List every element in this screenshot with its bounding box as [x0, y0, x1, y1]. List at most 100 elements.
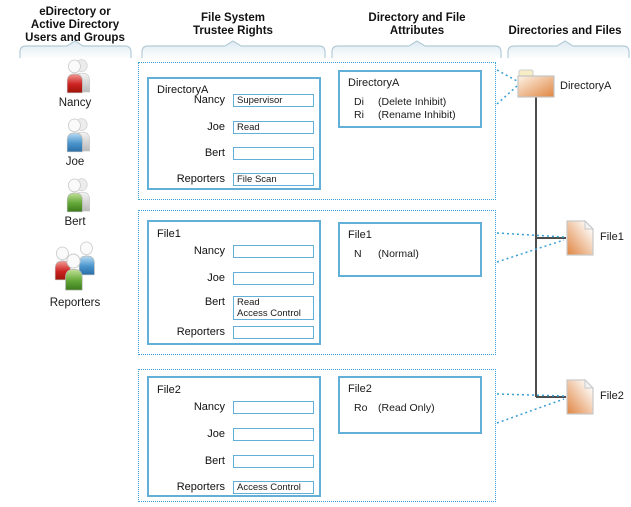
callout-directorya-top [496, 69, 518, 82]
rights-value: Access Control [237, 308, 301, 319]
rights-field [233, 428, 314, 441]
user-icon-joe [66, 118, 90, 153]
trustee-row: Joe [149, 428, 319, 442]
rights-field [233, 401, 314, 414]
rights-field [233, 455, 314, 468]
user-label-joe: Joe [65, 156, 85, 168]
trustee-row: Reporters File Scan [149, 173, 319, 187]
folder-label-directorya: DirectoryA [560, 80, 612, 92]
attribute-item: N (Normal) [340, 248, 480, 261]
trustee-user-label: Joe [207, 272, 225, 284]
attribute-code: Ri [354, 109, 364, 121]
rights-field: File Scan [233, 173, 314, 186]
user-label-bert: Bert [64, 216, 86, 228]
user-label-reporters: Reporters [49, 297, 101, 309]
rights-value: Supervisor [237, 95, 283, 106]
attribute-item: Ro (Read Only) [340, 402, 480, 415]
trustee-row: Bert [149, 455, 319, 469]
directory-tree-lines [535, 97, 566, 398]
trustee-row: Bert [149, 147, 319, 161]
trustee-row: Reporters Access Control [149, 481, 319, 495]
header-trustee-column: File System Trustee Rights [163, 12, 303, 38]
attribute-desc: (Delete Inhibit) [378, 96, 447, 108]
trustee-row: Nancy [149, 245, 319, 259]
callout-file1-bottom [496, 239, 565, 263]
callout-directorya-bottom [496, 85, 518, 105]
attributes-box-directorya: DirectoryA Di (Delete Inhibit) Ri (Renam… [338, 70, 482, 128]
trustee-box-directorya: DirectoryA Nancy Supervisor Joe Read Ber… [147, 77, 321, 190]
trustee-row: Nancy Supervisor [149, 94, 319, 108]
header-line: Directory and File [368, 12, 466, 24]
file1-icon [566, 219, 595, 256]
trustee-user-label: Joe [207, 428, 225, 440]
rights-field: Supervisor [233, 94, 314, 107]
rights-field [233, 326, 314, 339]
row-file2-group [138, 369, 496, 502]
attribute-item: Ri (Rename Inhibit) [340, 109, 480, 122]
header-users-column: eDirectory or Active Directory Users and… [10, 6, 140, 45]
rights-value [237, 327, 313, 338]
trustee-box-title: File2 [157, 384, 181, 396]
header-line: Users and Groups [25, 32, 125, 44]
trustee-box-file1: File1 Nancy Joe Bert Read Access Control… [147, 220, 321, 345]
trustee-row: Joe Read [149, 121, 319, 135]
trustee-box-title: DirectoryA [157, 84, 209, 96]
rights-field: Access Control [233, 481, 314, 494]
callout-file2-bottom [496, 398, 565, 424]
rights-field: Read [233, 121, 314, 134]
bracket-attributes [331, 40, 502, 58]
row-directorya-group [138, 62, 496, 200]
rights-value [237, 273, 313, 284]
attributes-box-file2: File2 Ro (Read Only) [338, 376, 482, 434]
trustee-user-label: Nancy [193, 245, 225, 257]
callout-file1-top [496, 232, 565, 238]
header-line: File System [201, 12, 265, 24]
file-label-file2: File2 [600, 390, 624, 402]
trustee-row: Bert Read Access Control [149, 296, 319, 320]
rights-value [237, 148, 313, 159]
trustee-row: Joe [149, 272, 319, 286]
bracket-trustee [141, 40, 326, 58]
header-line: Trustee Rights [193, 25, 273, 37]
rights-value [237, 456, 313, 467]
rights-value [237, 429, 313, 440]
attribute-desc: (Read Only) [378, 402, 435, 414]
trustee-user-label: Joe [207, 121, 225, 133]
user-label-nancy: Nancy [58, 97, 92, 109]
header-attributes-column: Directory and File Attributes [347, 12, 487, 38]
attributes-box-file1: File1 N (Normal) [338, 222, 482, 277]
trustee-box-file2: File2 Nancy Joe Bert Reporters Access Co… [147, 376, 321, 497]
rights-value [237, 402, 313, 413]
attribute-code: Di [354, 96, 364, 108]
header-line: eDirectory or [39, 6, 111, 18]
rights-value: Read [237, 122, 260, 133]
rights-field: Read Access Control [233, 296, 314, 320]
rights-value [237, 246, 313, 257]
user-icon-reporters [54, 241, 95, 291]
trustee-row: Nancy [149, 401, 319, 415]
row-file1-group [138, 210, 496, 355]
attributes-box-title: File1 [348, 229, 372, 241]
rights-value: File Scan [237, 174, 277, 185]
trustee-row: Reporters [149, 326, 319, 340]
user-icon-bert [66, 178, 90, 213]
attribute-item: Di (Delete Inhibit) [340, 96, 480, 109]
header-directories-column: Directories and Files [495, 25, 631, 38]
callout-file2-top [496, 393, 565, 397]
file-label-file1: File1 [600, 231, 624, 243]
attribute-code: Ro [354, 402, 368, 414]
trustee-user-label: Nancy [193, 401, 225, 413]
bracket-directories [507, 40, 630, 58]
attributes-box-title: File2 [348, 383, 372, 395]
rights-field [233, 147, 314, 160]
trustee-user-label: Reporters [176, 173, 225, 185]
user-icon-nancy [66, 59, 90, 94]
trustee-user-label: Bert [204, 147, 225, 159]
trustee-user-label: Reporters [176, 481, 225, 493]
attribute-code: N [354, 248, 362, 260]
folder-icon [517, 69, 555, 98]
file2-icon [566, 378, 595, 415]
attribute-desc: (Normal) [378, 248, 419, 260]
trustee-box-title: File1 [157, 228, 181, 240]
